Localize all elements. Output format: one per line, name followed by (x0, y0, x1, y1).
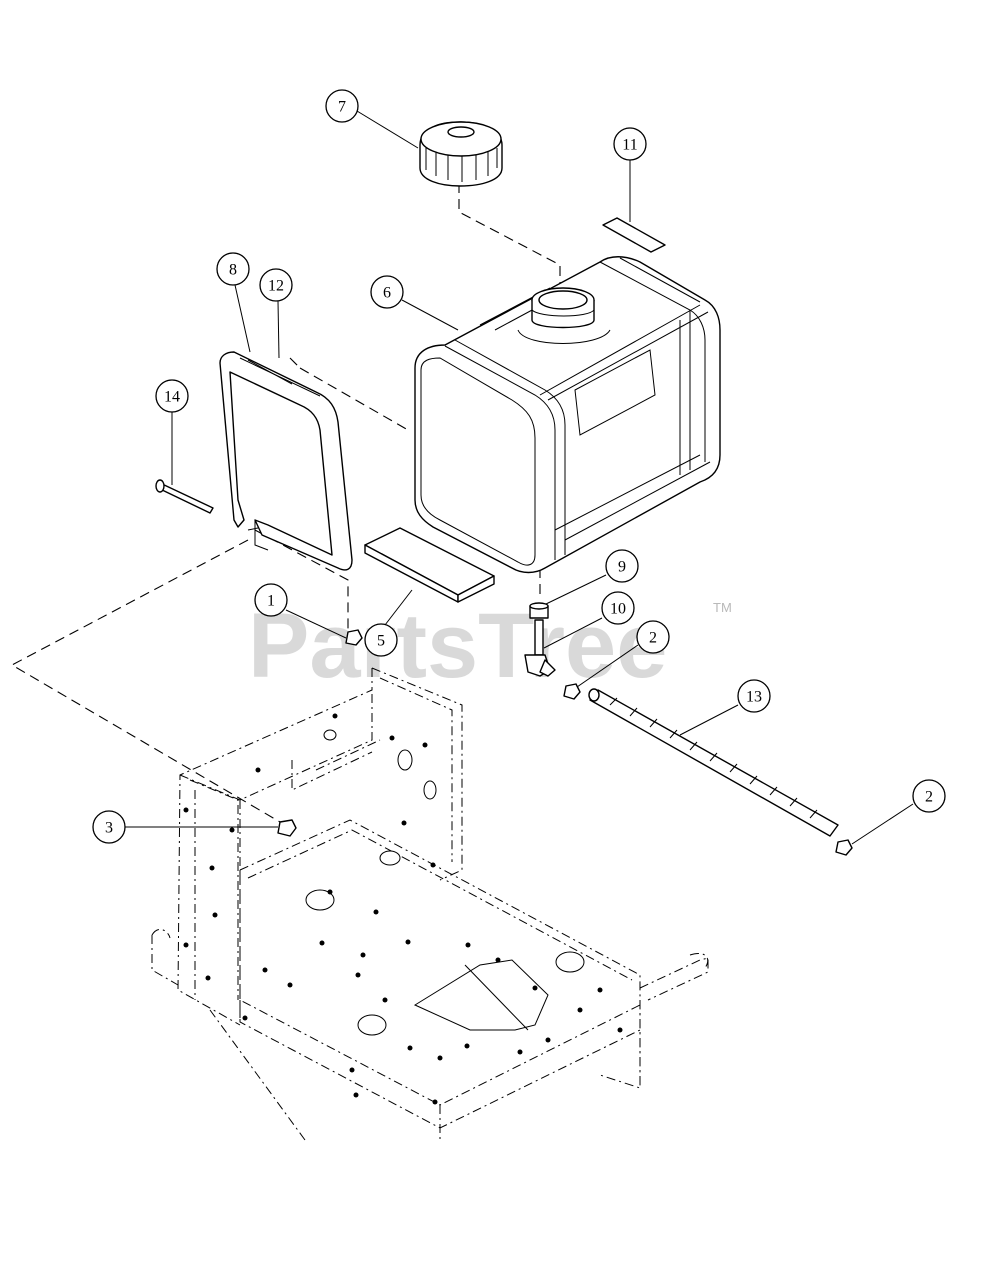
leader-lines (125, 110, 914, 845)
callout-5-label: 5 (377, 633, 385, 650)
pad-part (364, 527, 495, 603)
callout-7: 7 (325, 89, 359, 123)
callout-2a: 2 (636, 620, 670, 654)
nut-part-1 (345, 629, 363, 646)
callout-14-label: 14 (164, 389, 180, 406)
fuel-hose-part (588, 688, 839, 837)
callout-13-label: 13 (746, 689, 762, 706)
callout-10-label: 10 (610, 601, 626, 618)
assembly-lines (10, 183, 561, 823)
callout-2a-label: 2 (649, 630, 657, 647)
chassis-frame (151, 667, 709, 1141)
callout-8: 8 (216, 252, 250, 286)
callout-1-label: 1 (267, 593, 275, 610)
fitting-part (529, 602, 549, 619)
callout-2b-label: 2 (925, 789, 933, 806)
watermark: PartsTree TM (248, 595, 732, 697)
watermark-text: PartsTree (248, 595, 667, 697)
callout-6: 6 (370, 275, 404, 309)
callout-11: 11 (613, 127, 647, 161)
callout-7-label: 7 (338, 99, 346, 116)
callout-2b: 2 (912, 779, 946, 813)
callout-10: 10 (601, 591, 635, 625)
callout-8-label: 8 (229, 262, 237, 279)
callout-9: 9 (605, 549, 639, 583)
callout-5: 5 (364, 623, 398, 657)
callout-6-label: 6 (383, 285, 391, 302)
callout-12-label: 12 (268, 278, 284, 295)
callout-3: 3 (92, 810, 126, 844)
callout-13: 13 (737, 679, 771, 713)
nut-part-3 (277, 819, 297, 837)
callout-11-label: 11 (622, 137, 637, 154)
valve-part (524, 619, 556, 677)
callout-3-label: 3 (105, 820, 113, 837)
fuel-tank-part (414, 256, 721, 574)
watermark-trademark: TM (713, 600, 732, 615)
bolt-part (155, 479, 214, 514)
callout-9-label: 9 (618, 559, 626, 576)
callout-1: 1 (254, 583, 288, 617)
fuel-cap-part (419, 121, 503, 187)
tank-strap-part (219, 351, 353, 571)
callout-14: 14 (155, 379, 189, 413)
callout-12: 12 (259, 268, 293, 302)
clamp-part-2a (563, 683, 581, 700)
decal-part (602, 217, 666, 253)
clamp-part-2b (835, 839, 853, 856)
